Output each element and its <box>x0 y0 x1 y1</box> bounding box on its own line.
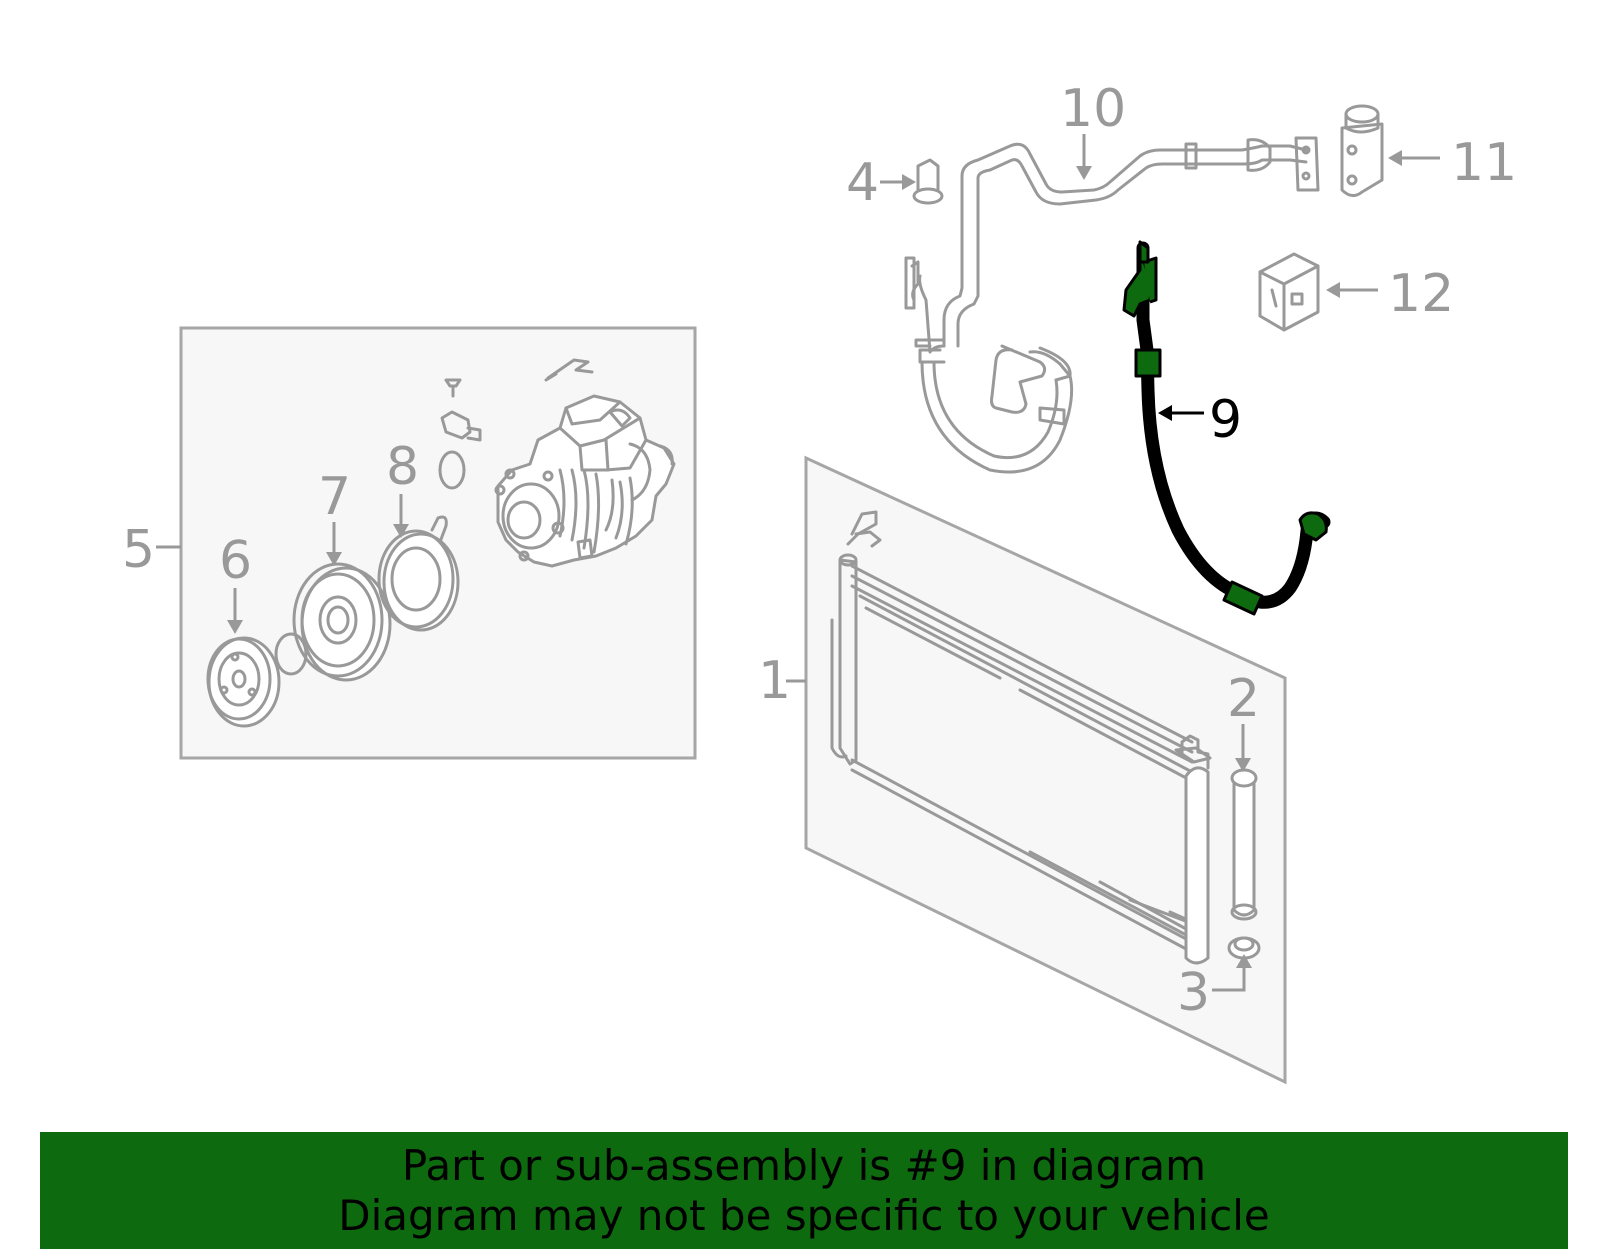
o-ring-part <box>438 450 466 490</box>
callout-5: 5 <box>122 520 181 580</box>
liquid-line-hose-part <box>1122 240 1331 616</box>
discharge-line-part <box>904 136 1320 474</box>
shim-ring-part <box>274 632 308 676</box>
service-valve-part <box>912 158 944 205</box>
mount-bracket-part <box>1258 252 1320 332</box>
svg-text:7: 7 <box>318 467 351 527</box>
callout-6: 6 <box>219 531 252 634</box>
svg-text:5: 5 <box>122 520 155 580</box>
callout-10: 10 <box>1060 79 1126 180</box>
screw-part <box>444 378 462 398</box>
field-coil-part <box>377 515 460 632</box>
callout-9: 9 <box>1158 390 1242 450</box>
svg-text:2: 2 <box>1227 669 1260 729</box>
callout-12: 12 <box>1326 264 1454 324</box>
notice-line-1: Part or sub-assembly is #9 in diagram <box>401 1140 1207 1190</box>
pressure-switch-part <box>440 410 482 442</box>
callout-11: 11 <box>1388 133 1517 193</box>
clutch-hub-part <box>206 636 281 728</box>
callout-4: 4 <box>846 153 916 213</box>
condenser-part <box>830 510 1212 965</box>
callout-8: 8 <box>386 437 419 538</box>
svg-text:12: 12 <box>1388 264 1454 324</box>
svg-text:10: 10 <box>1060 79 1126 139</box>
callout-1: 1 <box>758 651 806 711</box>
svg-text:9: 9 <box>1209 390 1242 450</box>
notice-line-2: Diagram may not be specific to your vehi… <box>338 1190 1270 1240</box>
receiver-drier-part <box>1230 768 1258 921</box>
compressor-body-part <box>494 358 676 568</box>
condenser-group <box>804 455 1287 1085</box>
pulley-part <box>292 562 392 682</box>
svg-text:1: 1 <box>758 651 791 711</box>
callout-2: 2 <box>1227 669 1260 772</box>
svg-text:8: 8 <box>386 437 419 497</box>
compressor-assembly-group <box>179 326 697 760</box>
svg-text:6: 6 <box>219 531 252 591</box>
callout-7: 7 <box>318 467 351 566</box>
condenser-panel <box>804 455 1287 1085</box>
pressure-sensor-part <box>1340 104 1384 197</box>
callout-3: 3 <box>1177 954 1252 1023</box>
svg-text:4: 4 <box>846 153 879 213</box>
notice-banner: Part or sub-assembly is #9 in diagram Di… <box>40 1132 1568 1249</box>
svg-text:3: 3 <box>1177 963 1210 1023</box>
svg-text:11: 11 <box>1451 133 1517 193</box>
